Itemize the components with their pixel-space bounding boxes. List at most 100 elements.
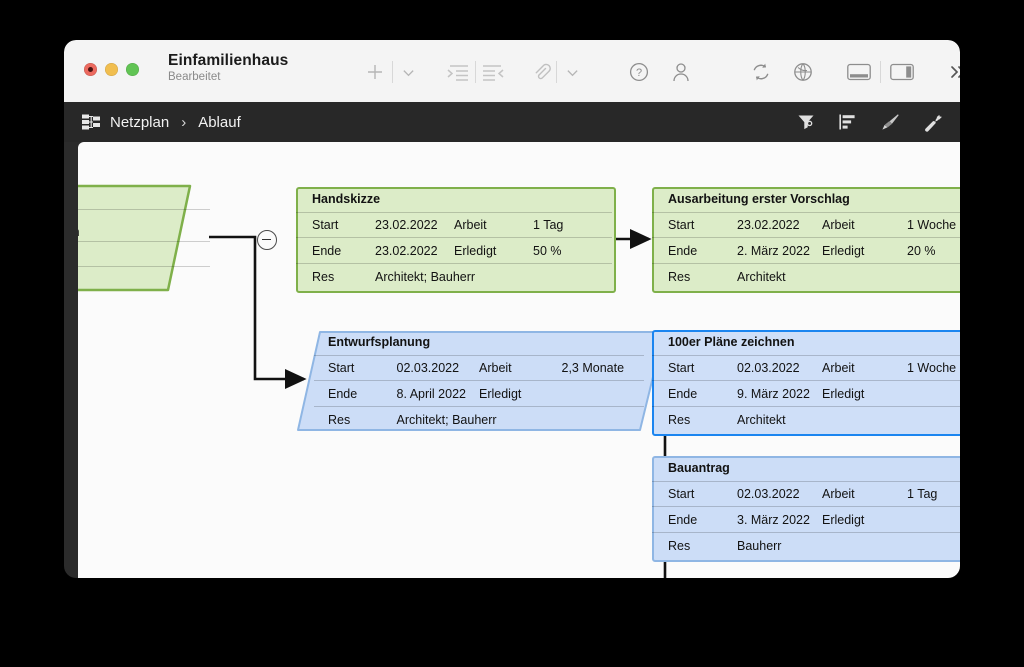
refresh-button[interactable] bbox=[740, 56, 782, 88]
indent-button[interactable] bbox=[439, 56, 475, 88]
label-arbeit: Arbeit bbox=[822, 481, 907, 508]
node-ende: 8. April 2022 bbox=[396, 380, 479, 408]
node-start: 02.03.2022 bbox=[737, 355, 822, 382]
label-res: Res bbox=[312, 269, 335, 284]
side-panel-button[interactable] bbox=[881, 56, 923, 88]
node-title: Handskizze bbox=[296, 187, 612, 213]
breadcrumb-bar: Netzplan › Ablauf bbox=[64, 102, 960, 142]
node-ende: 9. März 2022 bbox=[737, 380, 822, 408]
node-done: 20 % bbox=[907, 237, 960, 265]
label-erledigt: Erledigt bbox=[479, 380, 562, 408]
node-done: 50 % bbox=[533, 237, 612, 265]
node-handskizze[interactable]: Handskizze Start 23.02.2022 Arbeit 1 Tag… bbox=[296, 187, 616, 293]
network-diagram-icon bbox=[82, 114, 101, 130]
node-start: 23.02.2022 bbox=[375, 212, 454, 239]
node-table: Handskizze Start 23.02.2022 Arbeit 1 Tag… bbox=[296, 187, 612, 289]
node-res: Architekt; Bauherr bbox=[375, 269, 476, 284]
breadcrumb: Netzplan › Ablauf bbox=[82, 114, 241, 131]
connector-vorentwurf-entwurfsplanung bbox=[209, 235, 307, 390]
node-vorentwurf[interactable]: 1,2 Wochen 25 % bbox=[78, 184, 210, 292]
node-title bbox=[78, 184, 210, 210]
svg-text:?: ? bbox=[636, 67, 642, 79]
node-table: Bauantrag Start 02.03.2022 Arbeit 1 Tag … bbox=[652, 456, 960, 558]
close-button[interactable] bbox=[84, 63, 97, 76]
node-done bbox=[907, 506, 960, 534]
label-erledigt: Erledigt bbox=[454, 237, 533, 265]
zoom-button[interactable] bbox=[126, 63, 139, 76]
app-window: Einfamilienhaus Bearbeitet bbox=[64, 40, 960, 578]
window-titlebar: Einfamilienhaus Bearbeitet bbox=[64, 40, 960, 102]
add-button[interactable] bbox=[358, 56, 392, 88]
outline-button[interactable] bbox=[838, 112, 858, 132]
filter-button[interactable] bbox=[796, 112, 816, 132]
overflow-button[interactable] bbox=[943, 56, 960, 88]
node-plaene100[interactable]: 100er Pläne zeichnen Start 02.03.2022 Ar… bbox=[652, 330, 960, 436]
label-erledigt: Erledigt bbox=[822, 237, 907, 265]
breadcrumb-separator: › bbox=[181, 113, 187, 131]
node-title: Entwurfsplanung bbox=[314, 330, 644, 356]
collapse-toggle-vorentwurf[interactable] bbox=[257, 230, 277, 250]
help-button[interactable]: ? bbox=[620, 56, 658, 88]
node-work: 1 Tag bbox=[907, 481, 960, 508]
label-start: Start bbox=[652, 481, 737, 508]
node-table: Ausarbeitung erster Vorschlag Start 23.0… bbox=[652, 187, 960, 289]
node-title: Ausarbeitung erster Vorschlag bbox=[652, 187, 960, 213]
settings-wrench-button[interactable] bbox=[922, 112, 942, 132]
attachment-button[interactable] bbox=[526, 56, 556, 88]
node-work: 1 Woche bbox=[907, 212, 960, 239]
node-work: 2,3 Monate bbox=[561, 355, 644, 382]
node-ende: 23.02.2022 bbox=[375, 237, 454, 265]
node-res: Bauherr bbox=[737, 538, 782, 553]
label-res: Res bbox=[668, 538, 691, 553]
node-work: 1 Woche bbox=[907, 355, 960, 382]
label-start: Start bbox=[314, 355, 397, 382]
label-erledigt: Erledigt bbox=[822, 380, 907, 408]
label-res: Res bbox=[328, 412, 351, 427]
label-ende: Ende bbox=[296, 237, 375, 265]
node-ende: 3. März 2022 bbox=[737, 506, 822, 534]
node-table: 1,2 Wochen 25 % bbox=[78, 184, 210, 292]
label-arbeit: Arbeit bbox=[822, 212, 907, 239]
node-table: Entwurfsplanung Start 02.03.2022 Arbeit … bbox=[314, 330, 644, 432]
toolbar-divider-4 bbox=[880, 61, 881, 83]
node-entwurfsplanung[interactable]: Entwurfsplanung Start 02.03.2022 Arbeit … bbox=[296, 330, 666, 432]
label-start: Start bbox=[652, 212, 737, 239]
node-table: 100er Pläne zeichnen Start 02.03.2022 Ar… bbox=[652, 330, 960, 432]
node-work: 1 Tag bbox=[533, 212, 612, 239]
node-bauantrag[interactable]: Bauantrag Start 02.03.2022 Arbeit 1 Tag … bbox=[652, 456, 960, 562]
label-arbeit: Arbeit bbox=[822, 355, 907, 382]
document-status: Bearbeitet bbox=[168, 71, 221, 83]
node-res bbox=[78, 267, 210, 292]
document-title-block: Einfamilienhaus Bearbeitet bbox=[168, 52, 288, 83]
toolbar-divider-3 bbox=[556, 61, 557, 83]
breadcrumb-root[interactable]: Netzplan bbox=[110, 113, 170, 131]
style-brush-button[interactable] bbox=[880, 112, 900, 132]
network-diagram-canvas[interactable]: 1,2 Wochen 25 % Handskizze St bbox=[78, 142, 960, 578]
toolbar-divider-1 bbox=[392, 61, 393, 83]
node-title: Bauantrag bbox=[652, 456, 960, 482]
label-res: Res bbox=[668, 269, 691, 284]
node-res: Architekt bbox=[737, 269, 786, 284]
node-start: 02.03.2022 bbox=[396, 355, 479, 382]
node-ausarbeitung[interactable]: Ausarbeitung erster Vorschlag Start 23.0… bbox=[652, 187, 960, 293]
outdent-button[interactable] bbox=[476, 56, 512, 88]
node-start: 23.02.2022 bbox=[737, 212, 822, 239]
node-res: Architekt; Bauherr bbox=[396, 412, 497, 427]
toolbar-right-group: ? bbox=[620, 56, 960, 88]
traffic-light-group bbox=[84, 63, 139, 76]
label-arbeit: Arbeit bbox=[454, 212, 533, 239]
resources-button[interactable] bbox=[658, 56, 704, 88]
label-erledigt: Erledigt bbox=[822, 506, 907, 534]
toolbar-center-group bbox=[358, 56, 587, 88]
breadcrumb-actions bbox=[796, 102, 942, 142]
label-res: Res bbox=[668, 412, 691, 427]
node-done bbox=[907, 380, 960, 408]
minimize-button[interactable] bbox=[105, 63, 118, 76]
globe-button[interactable] bbox=[782, 56, 824, 88]
page-title: Einfamilienhaus bbox=[168, 52, 289, 69]
bottom-panel-button[interactable] bbox=[838, 56, 880, 88]
add-dropdown[interactable] bbox=[393, 56, 423, 88]
attachment-dropdown[interactable] bbox=[557, 56, 587, 88]
breadcrumb-current[interactable]: Ablauf bbox=[198, 113, 241, 131]
node-start: 02.03.2022 bbox=[737, 481, 822, 508]
